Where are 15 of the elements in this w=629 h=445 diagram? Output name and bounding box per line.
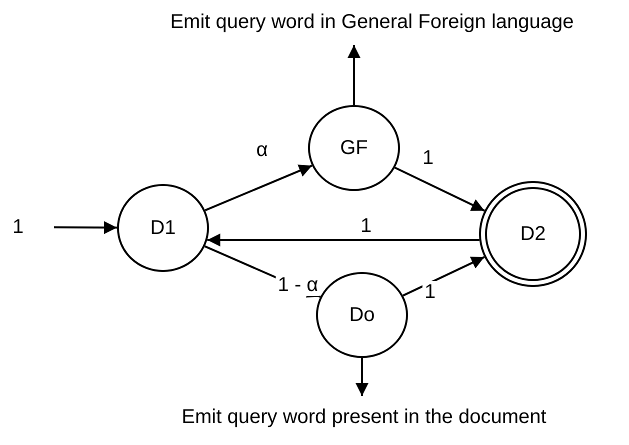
arrow [204, 164, 312, 212]
state-label: Do [349, 304, 375, 326]
arrow [356, 358, 368, 396]
annotation-text: Emit query word present in the document [182, 406, 546, 428]
arrow [402, 256, 485, 296]
annotation-text: 1 [12, 216, 24, 238]
state-label: D2 [520, 222, 546, 246]
arrow [348, 45, 360, 105]
state-label: D1 [150, 216, 176, 240]
edge-label: 1 - α [276, 274, 320, 296]
state-label: GF [340, 136, 368, 160]
arrow [54, 221, 117, 234]
arrow [207, 234, 480, 246]
arrow [394, 166, 485, 212]
annotation-text: Emit query word in General Foreign language [170, 10, 574, 34]
